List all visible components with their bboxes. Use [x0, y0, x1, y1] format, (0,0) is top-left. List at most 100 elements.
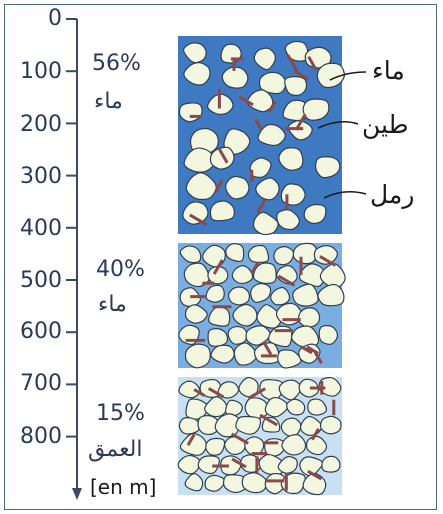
clay-particle: [310, 427, 320, 441]
sand-grain: [313, 245, 338, 265]
clay-particle: [307, 469, 323, 481]
layer-top-water-word: ماء: [94, 89, 123, 114]
sand-grain: [278, 147, 304, 171]
clay-particle: [300, 345, 313, 355]
clay-particle: [189, 213, 208, 226]
clay-particle: [238, 95, 254, 107]
sand-grain: [319, 263, 346, 289]
clay-particle: [277, 274, 296, 287]
tick-label-0: 0: [48, 6, 62, 31]
sand-grain: [317, 283, 345, 307]
layer-bottom-percent: 15%: [96, 401, 145, 426]
sand-grain: [182, 42, 207, 64]
label-water: ماء: [372, 56, 405, 85]
clay-particle: [186, 433, 196, 446]
sand-grain: [321, 455, 341, 473]
sand-grain: [292, 283, 319, 307]
clay-particle: [286, 54, 299, 72]
clay-particle: [267, 100, 277, 114]
clay-particle: [247, 387, 267, 400]
sand-grain: [227, 325, 248, 345]
sand-grain: [314, 156, 341, 179]
sand-grain: [286, 398, 306, 416]
sand-grain: [184, 343, 211, 369]
sand-grain: [182, 201, 209, 225]
sand-grain: [258, 453, 285, 476]
sand-grain: [205, 437, 226, 456]
sand-grain: [246, 89, 274, 113]
sand-grain: [264, 438, 286, 457]
sand-grain: [223, 128, 251, 155]
sand-grain: [269, 286, 291, 306]
sand-grain: [183, 62, 211, 86]
axis-arrowhead: [72, 488, 82, 500]
sand-grain: [307, 398, 327, 416]
sand-grain: [319, 415, 342, 435]
sand-grain: [210, 344, 235, 364]
layer-middle-percent: 40%: [96, 257, 145, 282]
sand-grain: [284, 75, 308, 96]
sand-grain: [318, 377, 342, 397]
clay-particle: [231, 457, 247, 469]
clay-particle: [212, 259, 224, 275]
depth-axis: [66, 18, 82, 500]
sand-grain: [185, 172, 217, 201]
tick-label-500: 500: [20, 268, 62, 293]
sand-grain: [185, 398, 209, 420]
sand-grain: [303, 203, 327, 225]
sand-grain: [184, 304, 208, 324]
sand-grain: [207, 328, 229, 347]
depth-word: العمق: [88, 437, 143, 462]
leader-sand: [323, 190, 367, 199]
clay-particle: [293, 69, 310, 81]
tick-label-300: 300: [20, 164, 62, 189]
sand-grain: [205, 284, 225, 303]
sand-grain: [233, 342, 258, 366]
sand-grain: [244, 436, 265, 456]
sand-grain: [316, 62, 345, 89]
sand-grain: [277, 455, 298, 474]
clay-particle: [314, 351, 323, 364]
layer-top-percent: 56%: [92, 51, 141, 76]
sand-grain: [280, 183, 306, 206]
tick-label-800: 800: [20, 424, 62, 449]
clay-particle: [214, 179, 224, 193]
sand-grain: [183, 262, 210, 288]
sand-grain: [217, 381, 240, 399]
sand-grain: [209, 200, 235, 222]
clay-particle: [250, 261, 260, 275]
leader-clay: [317, 120, 359, 129]
sand-grain: [252, 211, 279, 236]
sand-grain: [231, 265, 254, 284]
sand-grain: [253, 342, 280, 365]
sand-grain: [302, 98, 330, 121]
sand-grain: [241, 472, 268, 494]
label-clay: طين: [362, 110, 409, 139]
clay-particle: [259, 413, 278, 427]
sand-grain: [276, 209, 301, 231]
tick-label-700: 700: [20, 371, 62, 396]
sand-grain: [275, 302, 302, 326]
clay-particle: [230, 432, 249, 445]
clay-particle: [256, 198, 267, 214]
sand-grain: [250, 282, 272, 303]
sand-grain: [281, 434, 307, 456]
clay-particle: [307, 56, 318, 71]
depth-unit: [en m]: [90, 475, 157, 499]
sand-grain: [261, 416, 281, 433]
label-sand: رمل: [370, 180, 415, 209]
sand-grain: [203, 396, 228, 418]
sand-grain: [178, 417, 201, 435]
sand-grain: [255, 177, 280, 201]
sand-grain: [209, 146, 235, 170]
sand-grain: [221, 66, 249, 89]
sand-grain: [227, 286, 250, 306]
sand-grains: [177, 40, 346, 496]
sand-grain: [258, 71, 287, 95]
sand-grain: [298, 378, 319, 398]
sand-grain: [290, 325, 320, 348]
sand-grain: [178, 102, 203, 123]
sand-grain: [298, 307, 321, 328]
tick-label-200: 200: [20, 112, 62, 137]
